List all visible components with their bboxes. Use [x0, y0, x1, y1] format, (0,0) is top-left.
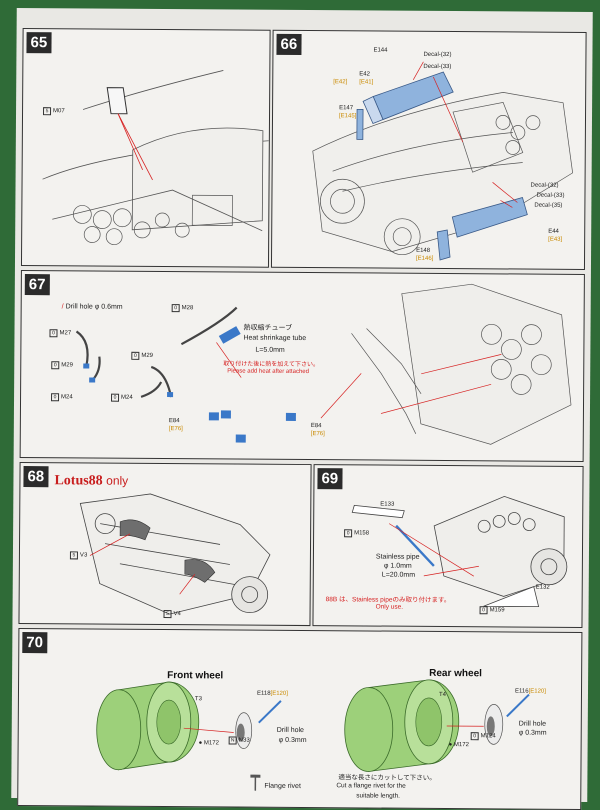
part-e147-sub: [E145] — [339, 113, 356, 119]
part-t3: T3 — [195, 696, 202, 702]
part-e148-sub: [E146] — [416, 256, 433, 262]
part-e148: E148 — [416, 248, 430, 254]
part-m172-rear: ● M172 — [449, 742, 469, 748]
drill-hole-rear-dia: φ 0.3mm — [519, 730, 547, 737]
part-e116: E116[E120] — [515, 688, 546, 694]
part-e133: E133 — [380, 502, 394, 508]
part-e44-sub: [E43] — [548, 237, 562, 243]
warning-jp: 取り付けた後に熱を加えて下さい。 — [223, 358, 319, 368]
decal-label: Decal-(33) — [423, 64, 451, 70]
decal-label: Decal-(33) — [536, 193, 564, 199]
part-e147: E147 — [339, 105, 353, 111]
heat-tube-length: L=5.0mm — [255, 347, 284, 354]
decal-label: Decal-(35) — [534, 203, 562, 209]
part-e84a-sub: [E76] — [169, 426, 183, 432]
part-e144: E144 — [373, 47, 387, 53]
step-65-drawing — [22, 29, 270, 267]
rear-wheel-drawing — [344, 679, 529, 772]
flange-rivet-icon — [250, 775, 260, 791]
drill-hole-front: Drill hole — [277, 727, 304, 734]
decal-label: Decal-(32) — [423, 52, 451, 58]
drill-hole-rear: Drill hole — [519, 721, 546, 728]
part-e118: E118[E120] — [257, 691, 288, 697]
note-88b-en: Only use. — [376, 604, 404, 611]
pipe-diameter: φ 1.0mm — [384, 563, 412, 570]
part-e42: E42 — [359, 71, 370, 77]
decal-label: Decal-(32) — [531, 183, 559, 189]
pipe-label: Stainless pipe — [376, 554, 420, 561]
pipe-length: L=20.0mm — [382, 572, 415, 579]
part-e84b: E84 — [311, 423, 322, 429]
front-wheel-drawing — [96, 682, 281, 771]
part-e41-sub: [E41] — [359, 79, 373, 85]
part-e84b-sub: [E76] — [311, 431, 325, 437]
note-88b-jp: 88B は、Stainless pipeのみ取り付けます。 — [326, 593, 451, 604]
step-68-drawing — [19, 463, 310, 625]
warning-en: Please add heat after attached — [227, 368, 309, 375]
flange-rivet-label: Flange rivet — [264, 783, 301, 790]
part-m172-front: ● M172 — [199, 740, 219, 746]
step-70-drawing — [18, 629, 581, 809]
part-e132: E132 — [536, 585, 550, 591]
part-e84a: E84 — [169, 418, 180, 424]
part-e44: E44 — [548, 229, 559, 235]
drill-hole-front-dia: φ 0.3mm — [279, 737, 307, 744]
cut-note-en-1: Cut a flange rivet for the — [336, 782, 405, 789]
cut-note-en-2: suitable length. — [356, 792, 400, 799]
cut-note-jp: 適当な長さにカットして下さい。 — [338, 771, 435, 782]
heat-tube-jp: 熱収縮チューブ — [244, 323, 293, 333]
part-t4: T4 — [439, 692, 446, 698]
part-e42-sub: [E42] — [333, 79, 347, 85]
step-67-panel: 67 / Drill hole φ 0.6mm — [20, 270, 585, 462]
heat-tube-label: Heat shrinkage tube — [243, 335, 306, 342]
step-70-panel: 70 Front wheel Rear wheel — [17, 628, 582, 810]
step-66-panel: 66 E144 Decal-(32) — [271, 30, 587, 270]
